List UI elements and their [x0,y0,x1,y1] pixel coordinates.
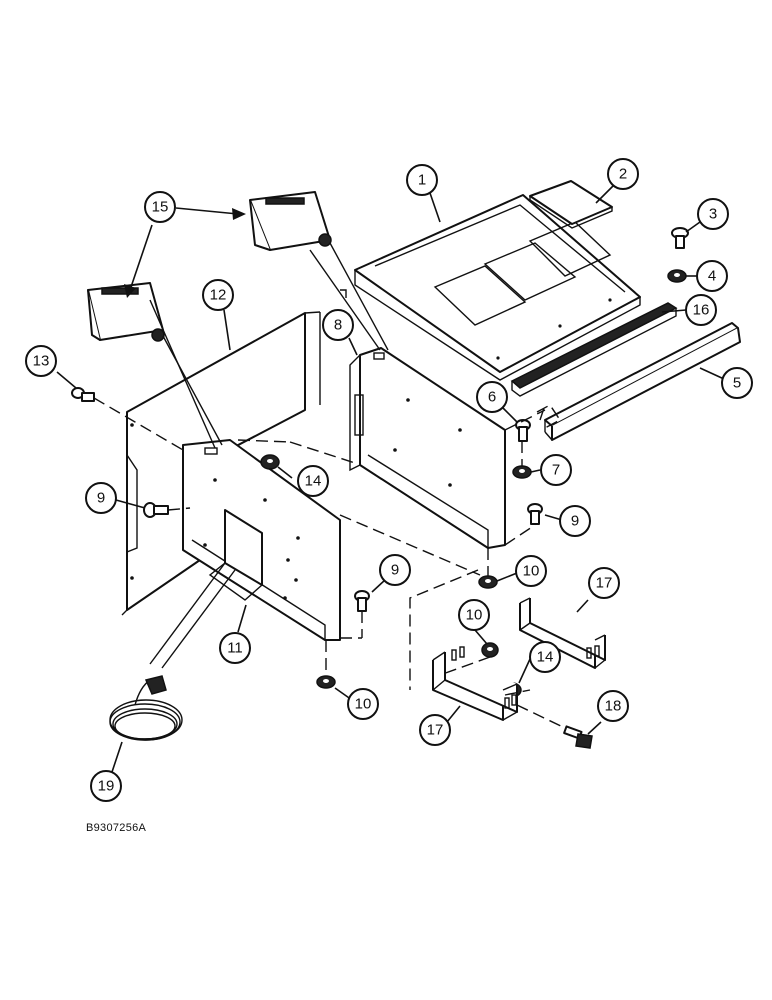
callout-10-bracket-label: 10 [466,607,483,624]
callout-9-right-label: 9 [571,513,579,530]
callout-11: 11 [219,632,251,664]
callout-9-left: 9 [85,482,117,514]
callout-15: 15 [144,191,176,223]
part-18-bolt [563,725,593,749]
part-10-nut-bracket [481,642,499,658]
callout-16-label: 16 [693,302,710,319]
drawing-code: B9307256A [86,822,147,834]
callout-18: 18 [597,690,629,722]
callout-17-lower: 17 [419,714,451,746]
callout-6: 6 [476,381,508,413]
part-9-bolt-left [143,502,169,518]
dashed-assembly-lines [93,242,566,729]
part-9-bolt-middle [354,590,370,612]
callout-19-label: 19 [98,778,115,795]
callout-12-label: 12 [210,287,227,304]
part-13-bolt [71,387,95,402]
part-15-upper-block [249,191,332,251]
callout-18-label: 18 [605,698,622,715]
callout-12: 12 [202,279,234,311]
callout-10-lower-label: 10 [355,696,372,713]
callout-7: 7 [540,454,572,486]
callout-8: 8 [322,309,354,341]
callout-4: 4 [696,260,728,292]
part-9-bolt-right [527,503,543,525]
callout-9-left-label: 9 [97,490,105,507]
callout-leader-lines [56,182,725,773]
callout-1-label: 1 [418,172,426,189]
part-10-nut-middle [478,575,498,589]
part-4-nut [667,269,687,283]
callout-5-label: 5 [733,375,741,392]
part-16-strip [510,302,678,397]
callout-13-label: 13 [33,353,50,370]
part-17-bracket-upper [519,597,606,669]
part-1-top-panel [340,194,641,381]
part-10-nut-lower [316,675,336,689]
callout-5: 5 [721,367,753,399]
callout-14-upper: 14 [297,465,329,497]
callout-10-lower: 10 [347,688,379,720]
callout-15-label: 15 [152,199,169,216]
callout-1: 1 [406,164,438,196]
callout-3: 3 [697,198,729,230]
callout-13: 13 [25,345,57,377]
part-8-bracket-plate [349,347,506,550]
callout-17-upper: 17 [588,567,620,599]
callout-9-middle: 9 [379,554,411,586]
callout-10-middle: 10 [515,555,547,587]
callout-14-lower: 14 [529,641,561,673]
callout-4-label: 4 [708,268,716,285]
callout-6-label: 6 [488,389,496,406]
part-17-bracket-lower [432,646,518,721]
part-7-nut [512,465,532,479]
callout-2: 2 [607,158,639,190]
callout-10-middle-label: 10 [523,563,540,580]
part-6-bolt [515,419,531,442]
callout-16: 16 [685,294,717,326]
callout-9-right: 9 [559,505,591,537]
part-19-harness-coil [109,675,183,741]
callout-11-label: 11 [227,640,243,657]
callout-8-label: 8 [334,317,342,334]
callout-14-lower-label: 14 [537,649,554,666]
part-5-rail [544,322,741,441]
part-14-grommet-upper [260,454,280,470]
callout-9-middle-label: 9 [391,562,399,579]
callout-3-label: 3 [709,206,717,223]
callout-14-upper-label: 14 [305,473,322,490]
callout-19: 19 [90,770,122,802]
callout-2-label: 2 [619,166,627,183]
callout-10-bracket: 10 [458,599,490,631]
part-3-bolt [671,227,689,249]
callout-17-upper-label: 17 [596,575,613,592]
callout-7-label: 7 [552,462,560,479]
callout-17-lower-label: 17 [427,722,444,739]
part-11-mounting-plate [182,439,341,642]
part-2-pad [529,180,613,229]
